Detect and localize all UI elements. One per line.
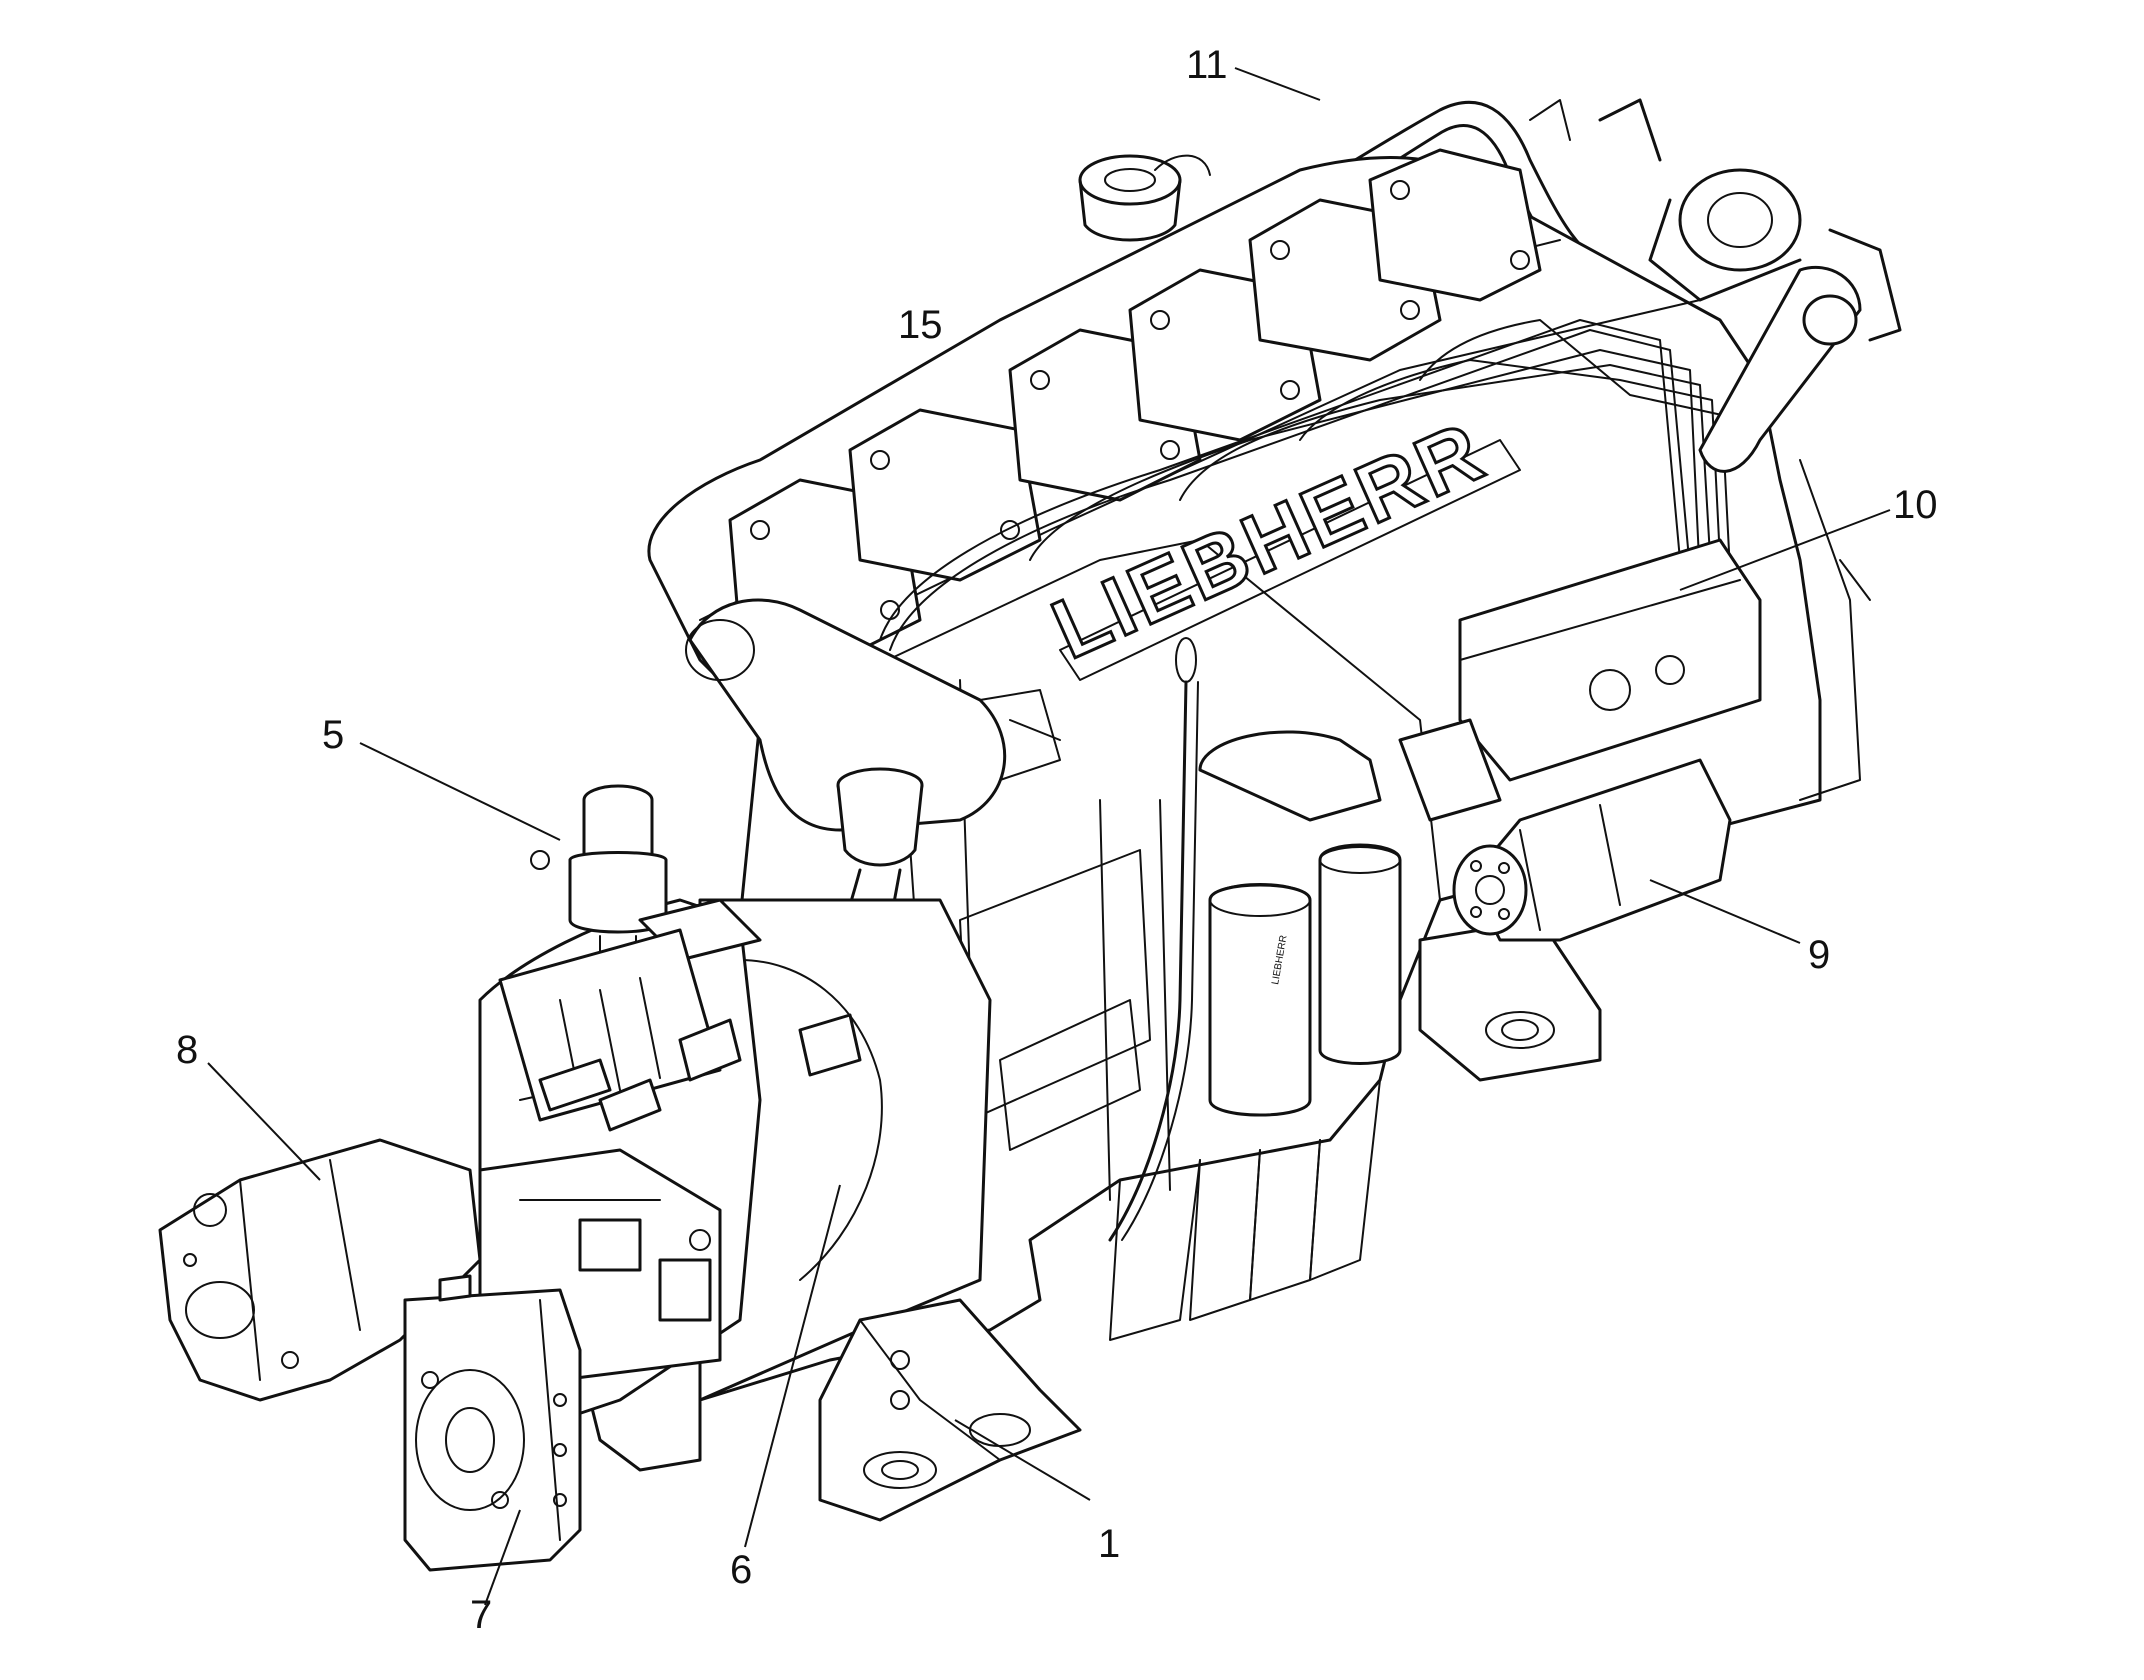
callout-11: 11 [1186,43,1228,87]
callout-10: 10 [1893,483,1938,527]
injection-pump [1398,538,1762,822]
leader-11 [1234,67,1321,101]
leader-9 [1649,879,1801,944]
gear-pump [1452,758,1732,942]
leader-6 [744,1184,841,1548]
callout-9: 9 [1808,933,1830,977]
right-engine-mount [1418,459,1871,1082]
callout-7: 7 [470,1593,492,1637]
leader-1 [954,1419,1091,1501]
leader-10 [1679,509,1891,591]
leader-7 [484,1509,521,1606]
intake-elbow [685,598,1061,832]
callout-1: 1 [1098,1522,1120,1566]
callout-numbers: 1 5 6 7 8 9 10 11 15 [176,43,1938,1637]
leader-8 [207,1062,321,1181]
breather-cap [1078,154,1211,242]
callout-6: 6 [730,1548,752,1592]
front-engine-mount [818,1298,1082,1522]
turbocharger [1598,98,1902,473]
callout-5: 5 [322,713,344,757]
injection-lines [879,319,1733,651]
pump-adapter [403,1274,582,1572]
oil-filters: LIEBHERR [1198,730,1402,1117]
leader-lines [207,67,1891,1606]
callout-15: 15 [898,303,943,347]
valve-manifold [498,928,742,1132]
callout-8: 8 [176,1028,198,1072]
flywheel-housing [698,898,992,1402]
hydraulic-pump [158,1138,482,1402]
dipstick [1108,637,1199,1242]
leader-5 [359,742,561,841]
valve-covers [728,148,1542,662]
